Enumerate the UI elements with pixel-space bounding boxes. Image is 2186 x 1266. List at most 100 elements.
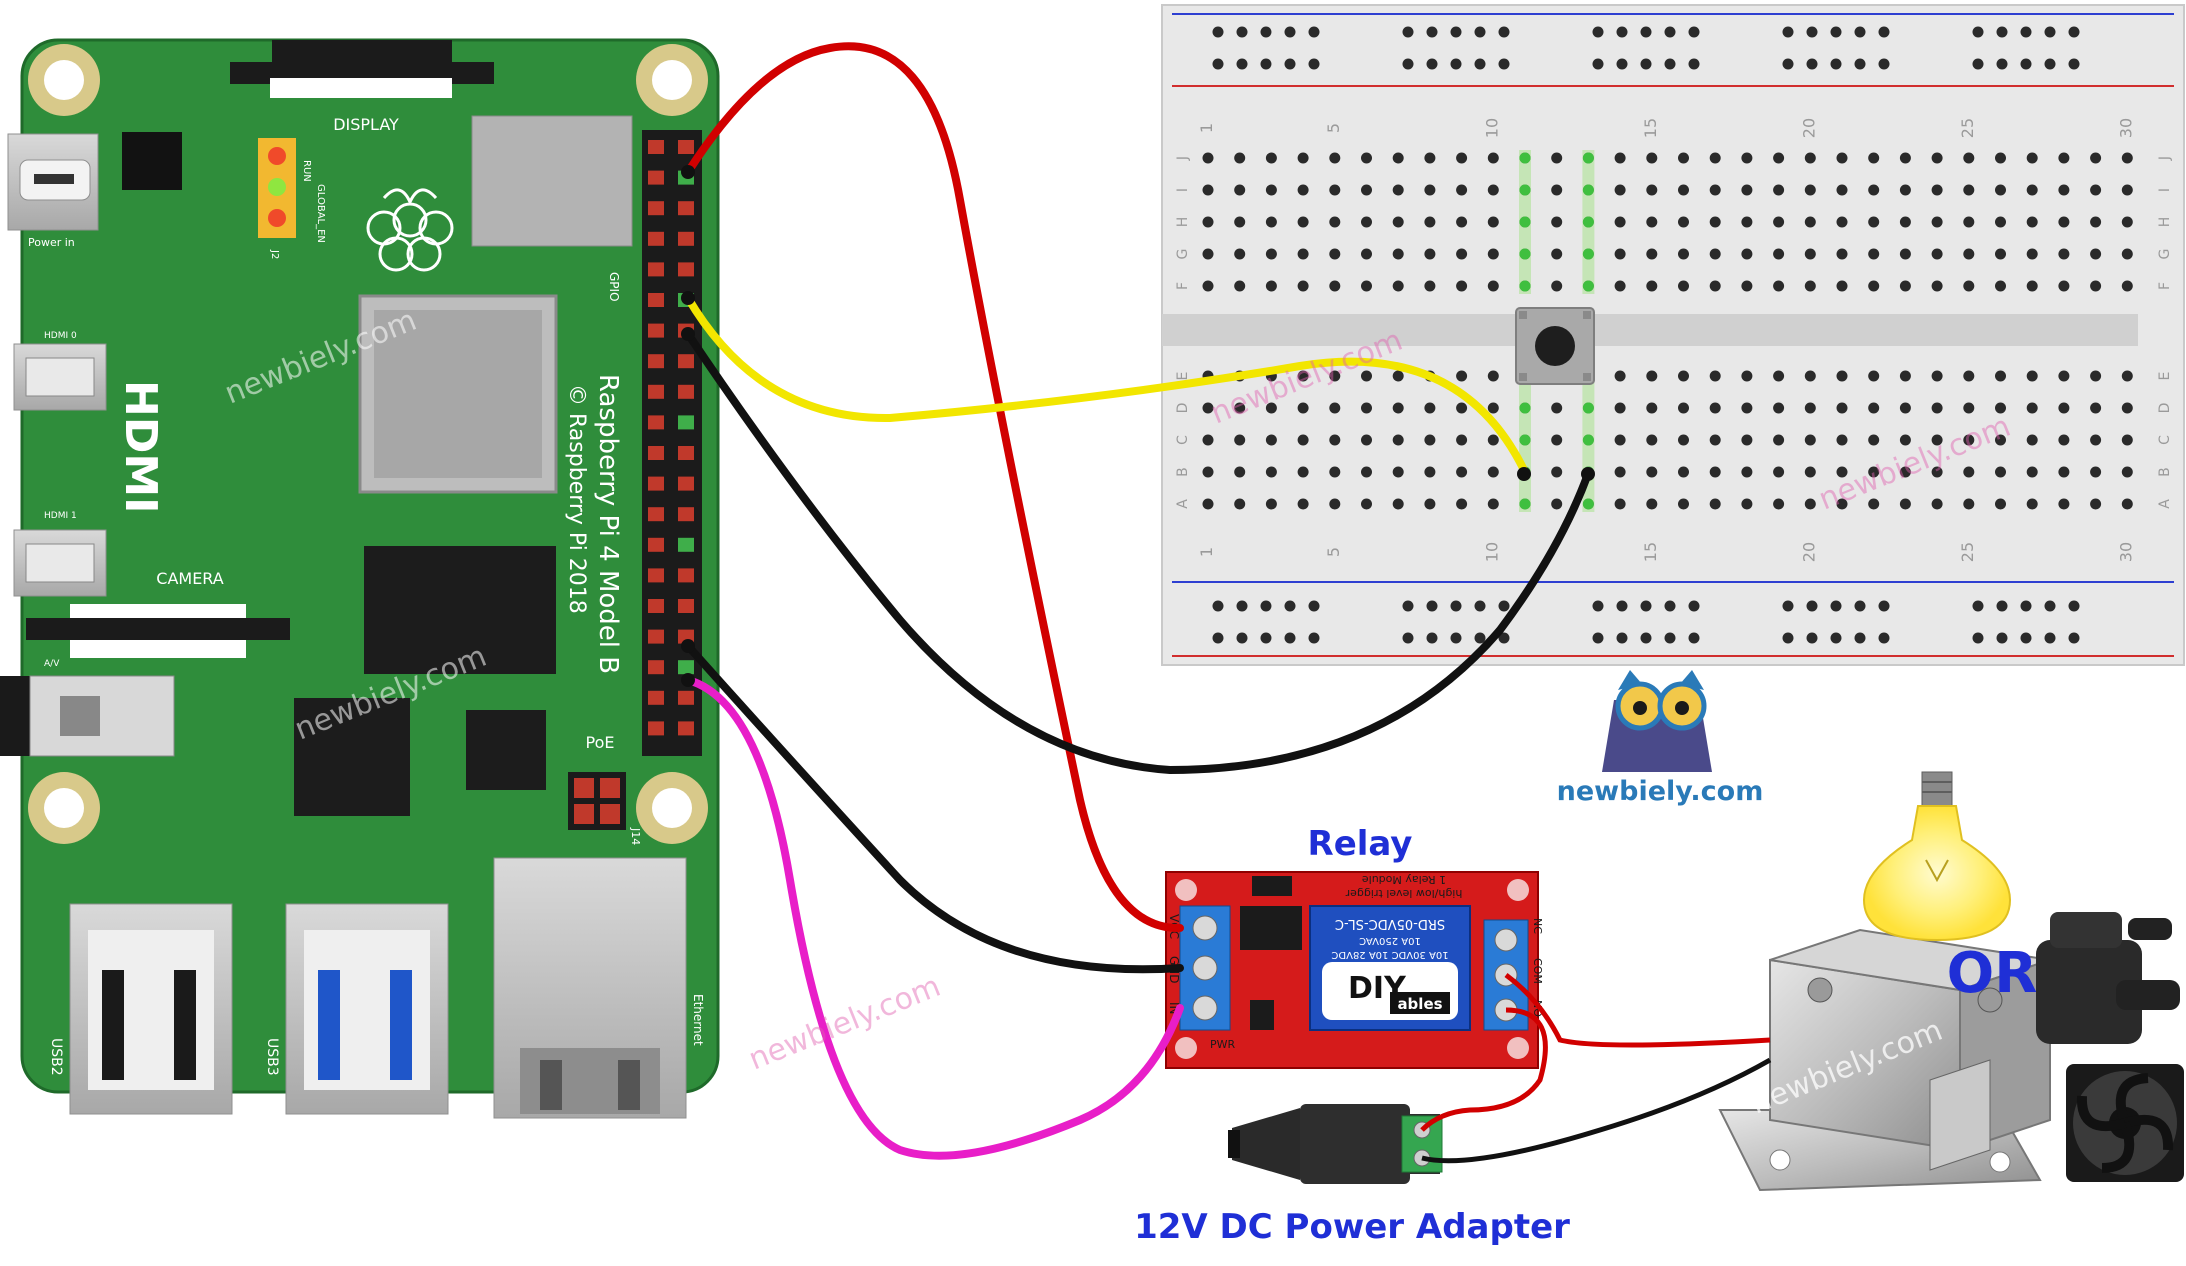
rail-hole — [1972, 632, 1984, 644]
breadboard-hole — [1963, 248, 1975, 260]
breadboard-hole — [2121, 402, 2133, 414]
rail-hole — [1664, 600, 1676, 612]
breadboard-hole — [2121, 498, 2133, 510]
breadboard-hole — [1234, 280, 1246, 292]
breadboard-hole — [1868, 498, 1880, 510]
breadboard-hole — [2090, 402, 2102, 414]
breadboard-hole — [1297, 498, 1309, 510]
row-letter: G — [1175, 249, 1191, 260]
rail-hole — [1236, 632, 1248, 644]
breadboard-hole — [1773, 280, 1785, 292]
rail-hole — [1592, 26, 1604, 38]
breadboard-hole — [1995, 184, 2006, 196]
gpio-pin — [648, 629, 664, 644]
breadboard-hole — [1868, 402, 1880, 414]
rail-hole — [2044, 26, 2056, 38]
rail-hole — [1640, 632, 1652, 644]
breadboard-hole — [1202, 498, 1214, 510]
breadboard-hole — [1646, 434, 1658, 446]
wires — [681, 42, 1772, 1164]
active-hole — [1582, 434, 1594, 446]
breadboard-hole — [1773, 370, 1785, 382]
rail-hole — [1688, 600, 1700, 612]
breadboard-hole — [1963, 370, 1975, 382]
push-button[interactable] — [1515, 307, 1595, 385]
breadboard-hole — [1424, 434, 1436, 446]
rail-hole — [2044, 600, 2056, 612]
gpio-pin — [678, 262, 694, 277]
rail-hole — [1402, 58, 1414, 70]
row-letter: C — [1175, 435, 1191, 445]
breadboard-hole — [1265, 248, 1277, 260]
rail-hole — [1212, 632, 1224, 644]
breadboard-hole — [1931, 434, 1943, 446]
breadboard-hole — [1487, 466, 1499, 478]
wireless-module — [471, 115, 633, 247]
breadboard-hole — [1456, 248, 1468, 260]
rail-hole — [1236, 600, 1248, 612]
gpio-pin — [678, 599, 694, 613]
breadboard-hole — [1931, 248, 1943, 260]
breadboard-hole — [1741, 434, 1753, 446]
rail-hole — [1308, 26, 1320, 38]
breadboard-hole — [1899, 434, 1911, 446]
breadboard-hole — [1392, 466, 1404, 478]
row-letter: D — [2157, 403, 2173, 414]
breadboard-hole — [1868, 280, 1880, 292]
rail-hole — [1426, 26, 1438, 38]
breadboard-hole — [1709, 402, 1721, 414]
breadboard-hole — [2121, 434, 2133, 446]
rail-hole — [1688, 632, 1700, 644]
rail-hole — [1830, 632, 1842, 644]
breadboard-hole — [1614, 466, 1626, 478]
breadboard-hole — [2121, 370, 2133, 382]
column-number: 5 — [1324, 547, 1343, 557]
breadboard-hole — [1614, 402, 1626, 414]
rail-hole — [1498, 632, 1510, 644]
active-hole — [1519, 498, 1531, 510]
breadboard-hole — [1297, 370, 1309, 382]
breadboard-hole — [1361, 152, 1372, 164]
push-button-cap[interactable] — [1535, 326, 1575, 366]
usb2-label: USB2 — [48, 1038, 64, 1076]
gpio-pin — [678, 537, 694, 552]
breadboard-hole — [1234, 466, 1246, 478]
brand-logo: newbiely.com — [1557, 670, 1763, 807]
breadboard-hole — [1899, 152, 1911, 164]
breadboard-hole — [1614, 498, 1626, 510]
active-hole — [1519, 402, 1531, 414]
ethernet-port — [493, 857, 687, 1119]
rail-hole — [1878, 600, 1890, 612]
breadboard-hole — [2121, 280, 2133, 292]
breadboard-hole — [1836, 466, 1848, 478]
breadboard-hole — [1424, 466, 1436, 478]
pin-nc-label: NC — [1531, 918, 1544, 934]
breadboard-hole — [1741, 402, 1753, 414]
gpio-pin — [678, 231, 694, 246]
breadboard-hole — [1392, 402, 1404, 414]
breadboard-hole — [1709, 370, 1721, 382]
breadboard-hole — [1709, 248, 1721, 260]
breadboard-hole — [1741, 466, 1753, 478]
gpio-pin — [648, 476, 664, 491]
breadboard-hole — [1931, 402, 1943, 414]
ethernet-label: Ethernet — [691, 994, 705, 1046]
breadboard-hole — [1297, 248, 1309, 260]
usb3-label: USB3 — [264, 1038, 280, 1076]
rail-hole — [1972, 26, 1984, 38]
column-number: 30 — [2116, 542, 2135, 562]
rail-hole — [1806, 58, 1818, 70]
breadboard-hole — [1361, 248, 1372, 260]
gpio-pin — [648, 231, 664, 246]
pmic-chip — [466, 710, 546, 790]
rail-hole — [1688, 58, 1700, 70]
breadboard-hole — [1392, 248, 1404, 260]
active-hole — [1582, 248, 1594, 260]
breadboard-hole — [1804, 216, 1816, 228]
breadboard-hole — [2090, 280, 2102, 292]
rail-hole — [1664, 632, 1676, 644]
breadboard-hole — [1773, 248, 1785, 260]
rail-hole — [1806, 600, 1818, 612]
breadboard-hole — [1709, 434, 1721, 446]
